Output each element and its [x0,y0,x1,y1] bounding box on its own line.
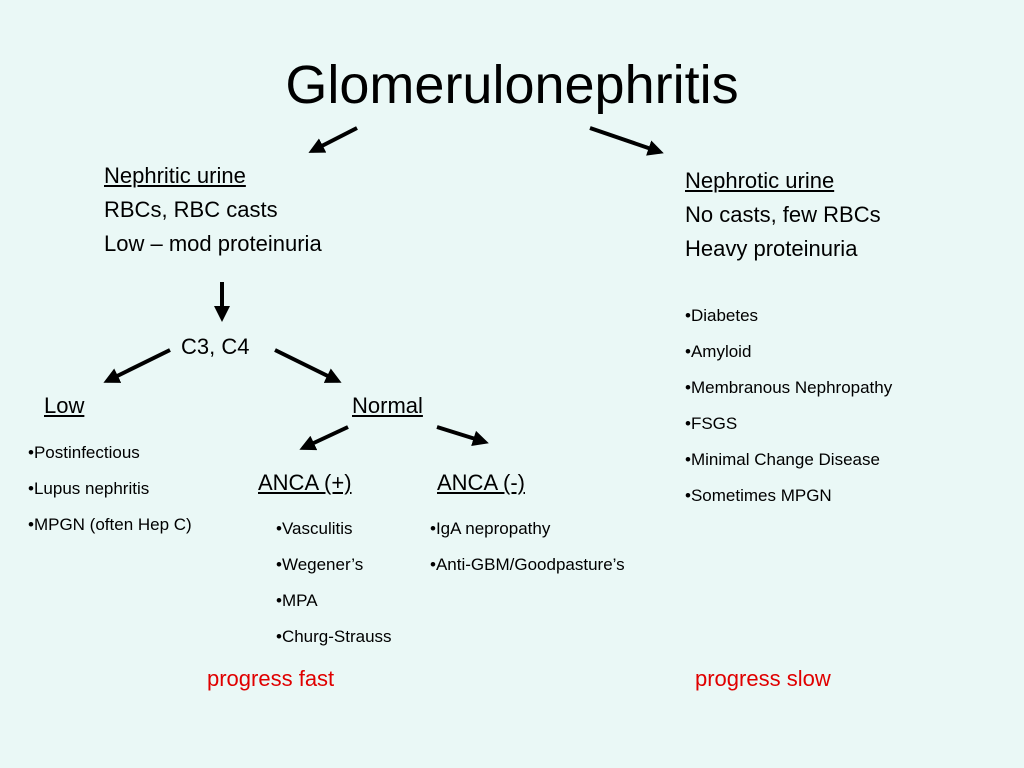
arrow-to-nephrotic [589,126,664,156]
arrow-to-anca-pos [299,425,349,451]
list-item: •Minimal Change Disease [685,450,880,469]
arrow-to-low [103,348,171,383]
nephrotic-line: Heavy proteinuria [685,236,858,261]
arrow-to-anca-neg [436,425,489,447]
low-causes: •Postinfectious •Lupus nephritis •MPGN (… [28,435,192,543]
list-item: •MPA [276,591,318,610]
page-title: Glomerulonephritis [285,55,739,115]
nephrotic-block: Nephrotic urine No casts, few RBCs Heavy… [685,164,881,266]
progress-slow-label: progress slow [695,666,831,691]
list-item: •Lupus nephritis [28,479,150,498]
anca-negative-causes: •IgA nepropathy •Anti-GBM/Goodpasture’s [430,511,625,583]
list-item: •Amyloid [685,342,752,361]
nephrotic-heading: Nephrotic urine [685,168,835,193]
list-item: •Churg-Strauss [276,627,392,646]
list-item: •Membranous Nephropathy [685,378,893,397]
list-item: •Anti-GBM/Goodpasture’s [430,555,625,574]
low-label: Low [44,393,85,418]
list-item: •Vasculitis [276,519,353,538]
anca-negative-label: ANCA (-) [437,470,525,495]
nephritic-block: Nephritic urine RBCs, RBC casts Low – mo… [104,159,322,261]
list-item: •Postinfectious [28,443,140,462]
list-item: •Wegener’s [276,555,364,574]
arrow-to-nephritic [308,126,358,153]
list-item: •Diabetes [685,306,759,325]
anca-positive-causes: •Vasculitis •Wegener’s •MPA •Churg-Strau… [276,511,392,655]
nephritic-line: Low – mod proteinuria [104,231,322,256]
complement-label: C3, C4 [181,334,250,359]
list-item: •IgA nepropathy [430,519,551,538]
list-item: •FSGS [685,414,738,433]
list-item: •Sometimes MPGN [685,486,832,505]
anca-positive-label: ANCA (+) [258,470,352,495]
progress-fast-label: progress fast [207,666,335,691]
list-item: •MPGN (often Hep C) [28,515,192,534]
nephrotic-causes: •Diabetes •Amyloid •Membranous Nephropat… [685,298,892,514]
arrow-to-normal [274,348,342,383]
nephrotic-line: No casts, few RBCs [685,202,881,227]
nephritic-heading: Nephritic urine [104,163,246,188]
nephritic-line: RBCs, RBC casts [104,197,278,222]
normal-label: Normal [352,393,423,418]
